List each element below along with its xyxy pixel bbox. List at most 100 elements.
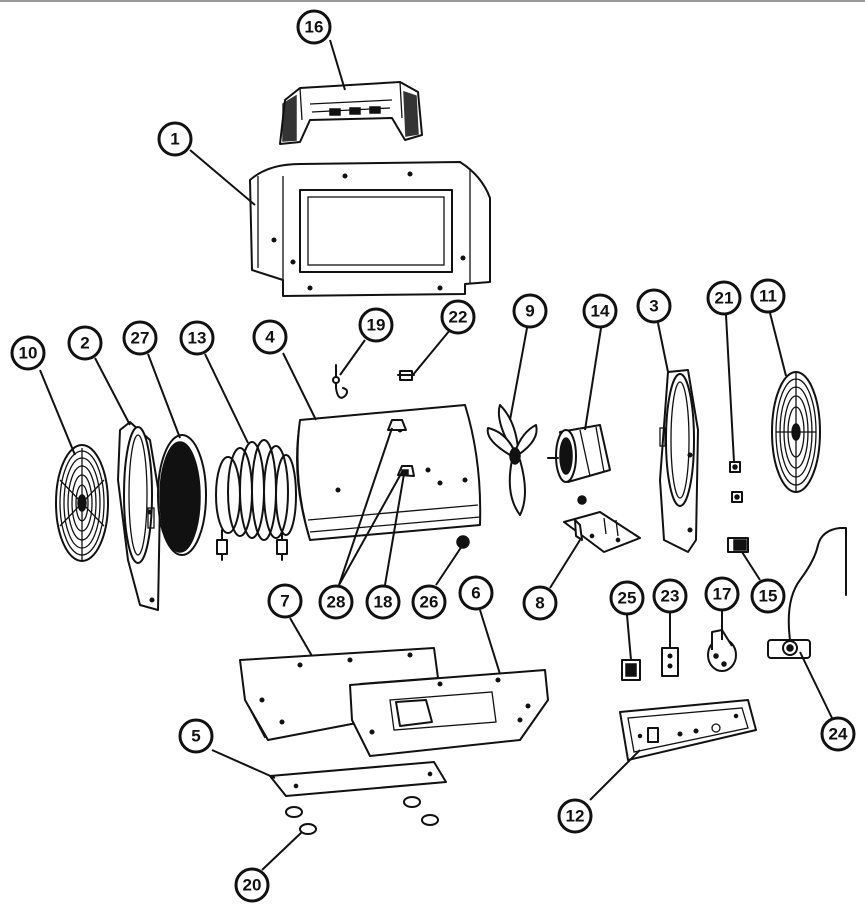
callout-24: 24	[820, 716, 856, 752]
leader-3	[657, 322, 669, 373]
callout-label-15: 15	[759, 587, 778, 606]
leader-28b	[338, 471, 403, 586]
part-21-bushings	[729, 461, 743, 503]
callout-19: 19	[358, 307, 394, 343]
callout-label-18: 18	[374, 593, 393, 612]
callout-8: 8	[522, 585, 558, 621]
part-15-switch	[727, 537, 749, 553]
callout-label-4: 4	[265, 328, 275, 347]
callout-label-13: 13	[188, 329, 207, 348]
part-10-rear-grill	[55, 444, 109, 562]
callout-label-26: 26	[420, 593, 439, 612]
leader-5	[211, 749, 276, 779]
part-24-thermostat	[767, 527, 847, 659]
part-23-indicator-plate	[661, 647, 679, 677]
callout-label-5: 5	[191, 727, 200, 746]
part-6-base-panel-right	[349, 669, 549, 757]
leader-28a	[338, 427, 393, 586]
callout-10: 10	[10, 335, 46, 371]
part-16-handle	[279, 81, 423, 145]
leader-4	[282, 352, 317, 421]
callout-6: 6	[458, 575, 494, 611]
part-1-top-cover	[249, 161, 491, 297]
callout-label-10: 10	[19, 344, 38, 363]
callout-label-21: 21	[715, 289, 734, 308]
part-9-fan-blade	[486, 404, 538, 516]
callout-2: 2	[67, 325, 103, 361]
callout-11: 11	[750, 278, 786, 314]
part-25-rocker-switch	[621, 659, 641, 681]
callout-20: 20	[234, 867, 270, 903]
leader-lines	[39, 39, 833, 871]
callout-label-25: 25	[618, 589, 637, 608]
callout-23: 23	[652, 578, 688, 614]
part-20-feet	[285, 796, 439, 835]
callout-28: 28	[318, 584, 354, 620]
leader-21	[725, 314, 735, 463]
callout-label-20: 20	[243, 876, 262, 895]
leader-12	[589, 749, 641, 801]
callout-22: 22	[440, 299, 476, 335]
leader-8	[549, 539, 581, 589]
callout-label-14: 14	[591, 302, 610, 321]
part-3-front-end-plate	[659, 369, 699, 553]
leader-18	[384, 473, 405, 586]
part-4-main-body	[296, 404, 482, 541]
part-18-screw	[401, 469, 409, 475]
callout-17: 17	[704, 576, 740, 612]
leader-1	[189, 149, 256, 206]
leader-20	[261, 831, 303, 871]
callout-12: 12	[557, 798, 593, 834]
callout-label-2: 2	[80, 334, 89, 353]
callout-3: 3	[636, 288, 672, 324]
callout-label-28: 28	[327, 593, 346, 612]
leader-22	[411, 329, 451, 377]
leader-2	[94, 357, 131, 426]
leader-6	[479, 609, 501, 675]
leader-13	[204, 353, 249, 444]
callout-label-24: 24	[829, 725, 848, 744]
callout-1: 1	[157, 121, 193, 157]
part-14-motor	[547, 424, 611, 505]
leader-10	[39, 369, 76, 456]
leader-27	[147, 353, 181, 439]
leader-24	[799, 651, 833, 719]
leader-7	[289, 617, 313, 657]
callout-16: 16	[296, 9, 332, 45]
callout-label-27: 27	[131, 329, 150, 348]
callout-label-17: 17	[713, 585, 732, 604]
callout-label-19: 19	[367, 316, 386, 335]
callout-label-11: 11	[759, 287, 777, 306]
callout-25: 25	[609, 580, 645, 616]
leader-14	[584, 327, 602, 431]
callout-label-12: 12	[566, 807, 585, 826]
leader-15	[741, 551, 761, 581]
callout-15: 15	[750, 578, 786, 614]
callout-13: 13	[179, 320, 215, 356]
callout-label-9: 9	[525, 302, 534, 321]
callout-label-1: 1	[170, 130, 179, 149]
callout-label-6: 6	[471, 584, 480, 603]
leader-19	[339, 339, 366, 376]
callout-4: 4	[252, 319, 288, 355]
callout-27: 27	[122, 320, 158, 356]
part-26-plug	[456, 535, 470, 549]
callout-5: 5	[178, 718, 214, 754]
callout-26: 26	[411, 584, 447, 620]
leader-25	[626, 614, 632, 661]
callout-7: 7	[267, 583, 303, 619]
leader-11	[769, 312, 787, 377]
callout-label-23: 23	[661, 587, 680, 606]
callout-label-7: 7	[280, 592, 289, 611]
part-5-bottom-plate	[269, 761, 447, 797]
part-2-rear-end-plate	[117, 421, 161, 611]
callout-18: 18	[365, 584, 401, 620]
callout-label-8: 8	[535, 594, 544, 613]
leader-9	[509, 327, 528, 421]
part-12-control-panel	[619, 699, 757, 761]
part-11-front-grill	[771, 371, 821, 493]
leader-16	[329, 39, 346, 91]
callout-21: 21	[706, 280, 742, 316]
